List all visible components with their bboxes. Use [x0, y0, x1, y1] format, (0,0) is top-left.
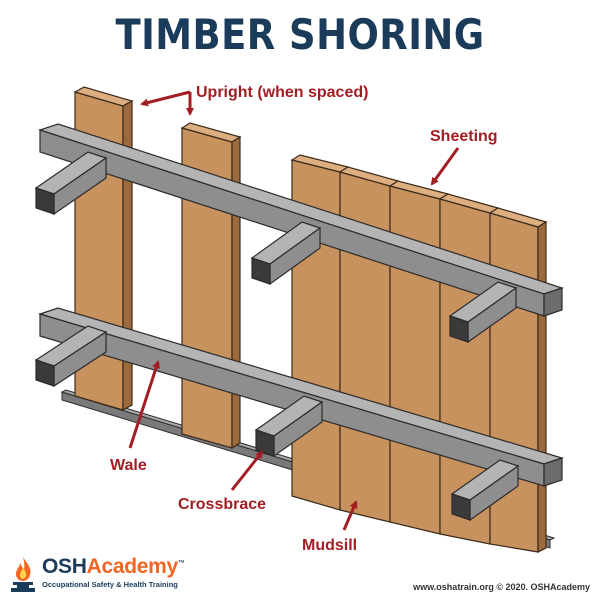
logo-trademark: ™ [177, 560, 185, 567]
diagram-title: TIMBER SHORING [115, 10, 485, 59]
sheeting-plank [388, 180, 450, 535]
label-sheeting: Sheeting [430, 128, 498, 145]
osh-academy-logo: OSHAcademy™ Occupational Safety & Health… [8, 555, 185, 597]
crossbrace [34, 325, 108, 388]
copyright-credit: www.oshatrain.org © 2020. OSHAcademy [413, 582, 590, 592]
label-arrows [128, 90, 460, 531]
wale-lower [38, 307, 564, 487]
wale-upper [38, 123, 564, 317]
logo-tagline: Occupational Safety & Health Training [42, 580, 178, 589]
label-upright: Upright (when spaced) [196, 84, 368, 101]
mudsill-arrow [342, 500, 358, 531]
crossbrace [250, 221, 322, 286]
label-mudsill: Mudsill [302, 537, 357, 554]
logo-wordmark-osh: OSH [42, 555, 87, 578]
wale-arrow [128, 360, 160, 449]
upright-arrow-left [140, 90, 191, 107]
crossbrace [254, 395, 324, 458]
logo-wordmark: OSHAcademy™ [42, 555, 185, 579]
logo-wordmark-academy: Academy [86, 555, 179, 578]
label-crossbrace: Crossbrace [178, 496, 266, 513]
crossbrace [448, 281, 518, 344]
crossbrace-arrow [230, 450, 264, 491]
flame-on-stand-icon [11, 557, 35, 592]
label-wale: Wale [110, 457, 147, 474]
crossbrace [450, 459, 520, 522]
crossbrace [34, 151, 108, 216]
sheeting-arrow [430, 147, 460, 186]
